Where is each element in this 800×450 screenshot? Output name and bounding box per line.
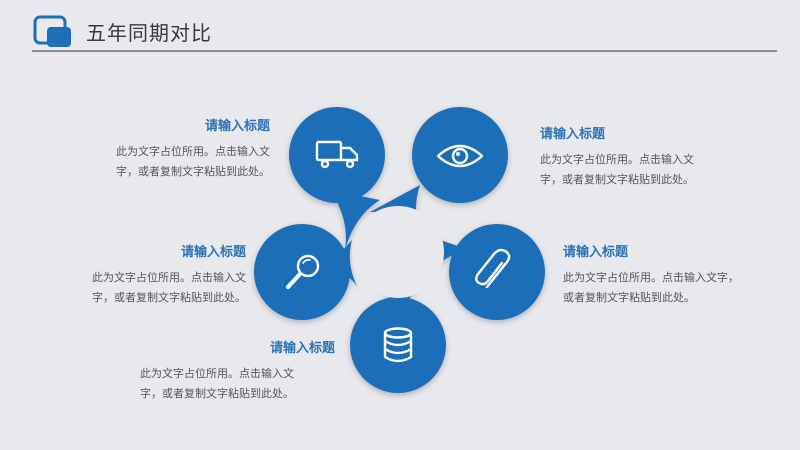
title-divider [32, 50, 777, 52]
text-block-middle-left: 请输入标题 此为文字占位所用。点击输入文 字，或者复制文字粘贴到此处。 [56, 244, 246, 308]
block-heading: 请输入标题 [180, 245, 246, 260]
block-body: 此为文字占位所用。点击输入文 字，或者复制文字粘贴到此处。 [80, 142, 270, 182]
text-block-middle-right: 请输入标题 此为文字占位所用。点击输入文字， 或者复制文字粘贴到此处。 [563, 244, 773, 308]
block-body-line: 此为文字占位所用。点击输入文 [540, 153, 694, 166]
eye-icon [436, 144, 484, 168]
magnifier-circle [254, 224, 350, 320]
block-body-line: 字，或者复制文字粘贴到此处。 [140, 387, 294, 400]
block-body-line: 此为文字占位所用。点击输入文 [116, 145, 270, 158]
logo-icon [33, 15, 71, 47]
cycle-diagram [254, 107, 545, 393]
eye-circle [412, 107, 508, 203]
block-body-line: 字，或者复制文字粘贴到此处。 [92, 291, 246, 304]
paperclip-circle [449, 224, 545, 320]
block-body: 此为文字占位所用。点击输入文 字，或者复制文字粘贴到此处。 [56, 268, 246, 308]
block-body-line: 字，或者复制文字粘贴到此处。 [116, 165, 270, 178]
block-heading: 请输入标题 [204, 119, 270, 134]
block-heading: 请输入标题 [540, 127, 606, 142]
text-block-top-left: 请输入标题 此为文字占位所用。点击输入文 字，或者复制文字粘贴到此处。 [80, 118, 270, 182]
truck-icon [315, 140, 359, 169]
center-hole [352, 206, 444, 298]
page-title: 五年同期对比 [86, 21, 212, 45]
block-body: 此为文字占位所用。点击输入文 字，或者复制文字粘贴到此处。 [540, 150, 740, 190]
database-icon [383, 327, 413, 363]
text-block-top-right: 请输入标题 此为文字占位所用。点击输入文 字，或者复制文字粘贴到此处。 [540, 126, 740, 190]
block-body-line: 或者复制文字粘贴到此处。 [563, 291, 695, 304]
block-body-line: 此为文字占位所用。点击输入文 [140, 367, 294, 380]
block-body: 此为文字占位所用。点击输入文字， 或者复制文字粘贴到此处。 [563, 268, 773, 308]
block-body: 此为文字占位所用。点击输入文 字，或者复制文字粘贴到此处。 [140, 364, 335, 404]
truck-circle [289, 107, 385, 203]
block-body-line: 字，或者复制文字粘贴到此处。 [540, 173, 694, 186]
block-heading: 请输入标题 [563, 245, 629, 260]
block-body-line: 此为文字占位所用。点击输入文字， [563, 271, 739, 284]
magnifier-icon [286, 254, 320, 289]
text-block-bottom: 请输入标题 此为文字占位所用。点击输入文 字，或者复制文字粘贴到此处。 [140, 340, 335, 404]
block-heading: 请输入标题 [269, 341, 335, 356]
swirl-segment [330, 190, 380, 250]
paperclip-icon [475, 248, 511, 289]
block-body-line: 此为文字占位所用。点击输入文 [92, 271, 246, 284]
